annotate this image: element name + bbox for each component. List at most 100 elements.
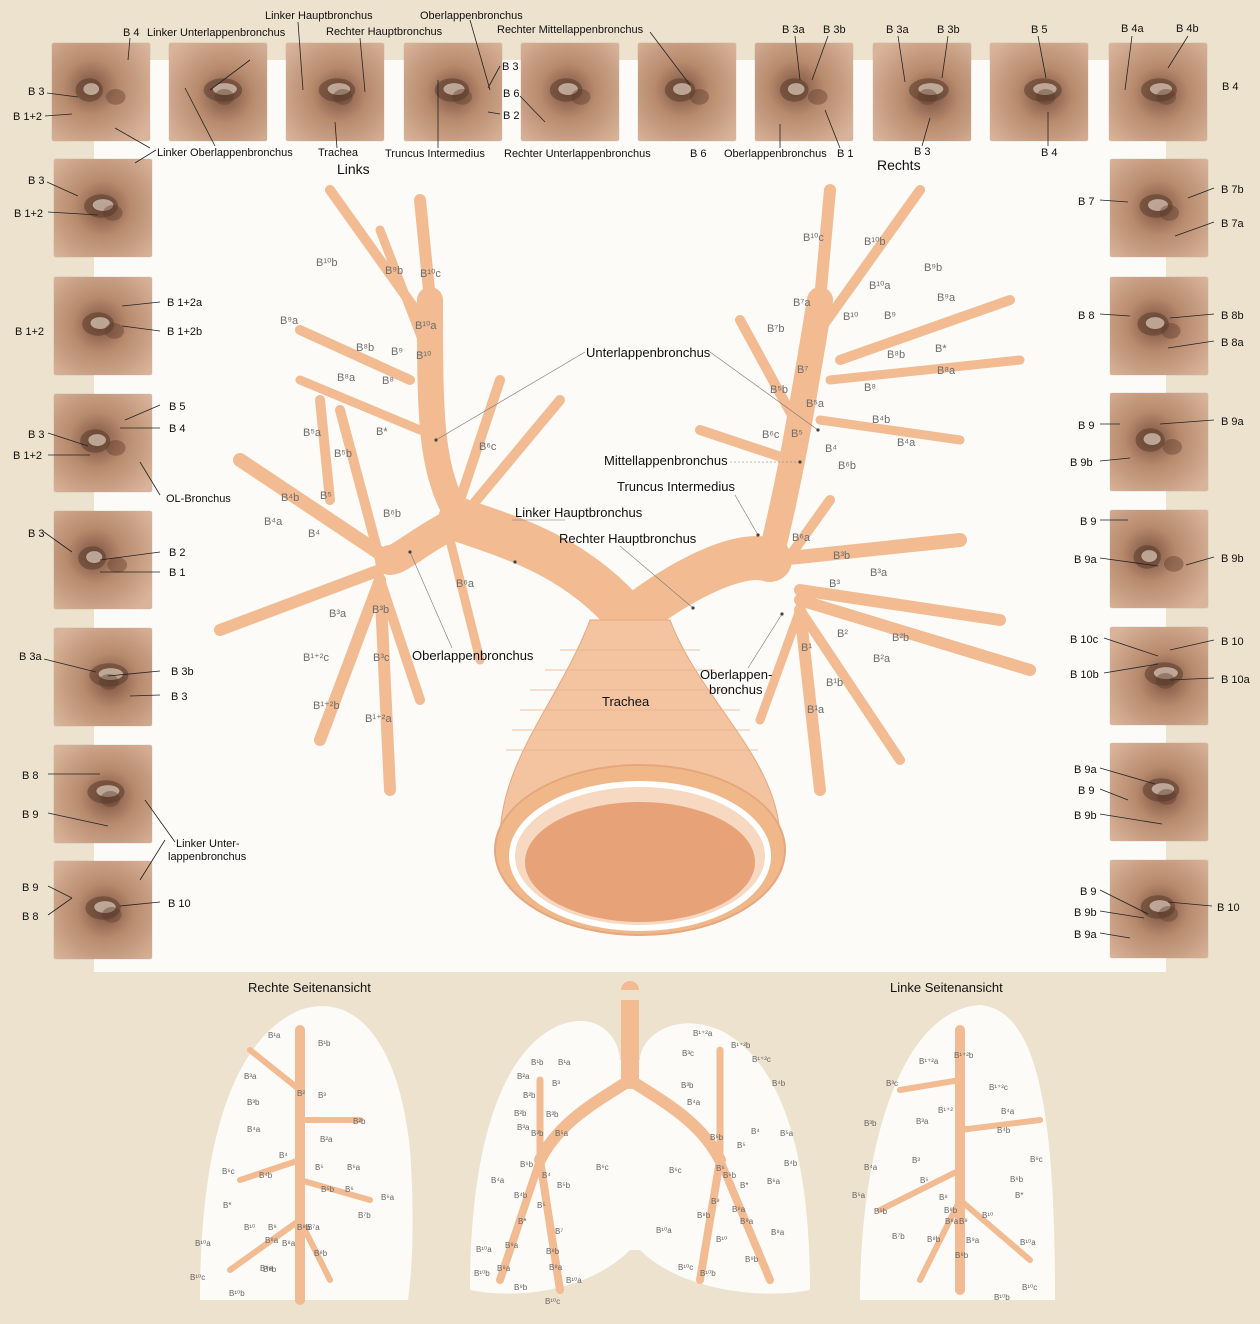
small-segment-label: B⁴b bbox=[514, 1190, 527, 1202]
segment-label: B⁷a bbox=[793, 297, 810, 309]
small-segment-label: B⁶a bbox=[347, 1162, 360, 1174]
thumb-label: B 8 bbox=[22, 770, 39, 782]
small-segment-label: B³c bbox=[886, 1078, 898, 1090]
segment-label: B⁶c bbox=[762, 429, 779, 441]
small-segment-label: B⁴b bbox=[784, 1158, 797, 1170]
thumb-label: B 7a bbox=[1221, 218, 1244, 230]
small-segment-label: B⁵b bbox=[874, 1206, 887, 1218]
small-segment-label: B⁴ bbox=[542, 1170, 551, 1182]
segment-label: B⁴a bbox=[897, 437, 915, 449]
thumb-label: B 9b bbox=[1074, 907, 1097, 919]
small-segment-label: B⁴a bbox=[864, 1162, 877, 1174]
segment-label: B³c bbox=[373, 652, 390, 664]
thumb-label: B 9a bbox=[1074, 554, 1097, 566]
small-segment-label: B³a bbox=[244, 1071, 256, 1083]
endoscopy-view-thumbnail bbox=[52, 43, 150, 141]
small-segment-label: B⁸a bbox=[549, 1262, 562, 1274]
segment-label: B⁶c bbox=[479, 441, 496, 453]
segment-label: B¹⁺²c bbox=[303, 652, 329, 664]
thumb-label: B 3 bbox=[28, 86, 45, 98]
thumb-label: B 5 bbox=[1031, 24, 1048, 36]
endoscopy-view-thumbnail bbox=[1110, 627, 1208, 725]
segment-label: B¹⁰a bbox=[869, 280, 891, 292]
thumb-label: OL-Bronchus bbox=[166, 493, 231, 505]
segment-label: B⁵b bbox=[334, 448, 352, 460]
segment-label: B⁷b bbox=[767, 323, 784, 335]
segment-label: B⁶a bbox=[456, 578, 474, 590]
segment-label: B²a bbox=[873, 653, 890, 665]
thumb-label: B 2 bbox=[169, 547, 186, 559]
small-segment-label: B⁴a bbox=[1001, 1106, 1014, 1118]
small-segment-label: B³b bbox=[247, 1097, 259, 1109]
segment-label: B⁸b bbox=[356, 342, 374, 354]
small-segment-label: B¹⁰b bbox=[474, 1268, 490, 1280]
thumb-label: B 8a bbox=[1221, 337, 1244, 349]
small-segment-label: B⁹b bbox=[514, 1282, 527, 1294]
small-segment-label: B¹⁰c bbox=[545, 1296, 560, 1308]
small-segment-label: B¹⁺²a bbox=[919, 1056, 938, 1068]
small-segment-label: B⁶c bbox=[1030, 1154, 1043, 1166]
endoscopy-view-thumbnail bbox=[286, 43, 384, 141]
small-segment-label: B⁸b bbox=[697, 1210, 710, 1222]
small-segment-label: B⁸b bbox=[546, 1246, 559, 1258]
thumb-label: B 7b bbox=[1221, 184, 1244, 196]
small-segment-label: B⁸ bbox=[711, 1196, 720, 1208]
segment-label: B¹⁰c bbox=[803, 232, 824, 244]
small-segment-label: B⁹a bbox=[505, 1240, 518, 1252]
small-segment-label: B⁸a bbox=[282, 1238, 295, 1250]
small-segment-label: B* bbox=[518, 1216, 526, 1228]
small-segment-label: B⁶a bbox=[767, 1176, 780, 1188]
thumb-label: B 1+2 bbox=[13, 450, 42, 462]
segment-label: B⁸ bbox=[382, 375, 394, 387]
thumb-label: B 10 bbox=[168, 898, 191, 910]
segment-label: B³ bbox=[829, 578, 840, 590]
endoscopy-view-thumbnail bbox=[1110, 393, 1208, 491]
endoscopy-view-thumbnail bbox=[54, 861, 152, 959]
segment-label: B⁵a bbox=[806, 398, 824, 410]
thumb-label: B 9 bbox=[1080, 886, 1097, 898]
thumb-label: B 3 bbox=[502, 61, 519, 73]
thumb-label: B 9 bbox=[1078, 420, 1095, 432]
segment-label: B⁹b bbox=[385, 265, 403, 277]
small-segment-label: B³a bbox=[916, 1116, 928, 1128]
thumb-label: B 3b bbox=[171, 666, 194, 678]
small-segment-label: B¹⁰b bbox=[994, 1292, 1010, 1304]
segment-label: B⁸a bbox=[337, 372, 355, 384]
thumb-label: B 3 bbox=[914, 146, 931, 158]
small-segment-label: B⁵b bbox=[557, 1180, 570, 1192]
small-segment-label: B⁶b bbox=[723, 1170, 736, 1182]
segment-label: B⁴b bbox=[872, 414, 890, 426]
small-segment-label: B¹⁺²b bbox=[954, 1050, 973, 1062]
small-segment-label: B² bbox=[297, 1088, 305, 1100]
small-segment-label: B²b bbox=[523, 1090, 535, 1102]
segment-label: B¹⁰ bbox=[843, 311, 858, 323]
segment-label: B⁹ bbox=[884, 310, 896, 322]
small-segment-label: B¹⁰b bbox=[700, 1268, 716, 1280]
small-segment-label: B³c bbox=[682, 1048, 694, 1060]
thumb-label: B 9 bbox=[1078, 785, 1095, 797]
segment-label: B⁶b bbox=[838, 460, 856, 472]
small-segment-label: B⁷b bbox=[358, 1210, 371, 1222]
thumb-label: B 6 bbox=[690, 148, 707, 160]
tree-label: Rechter Hauptbronchus bbox=[559, 533, 696, 545]
endoscopy-view-thumbnail bbox=[54, 745, 152, 843]
small-segment-label: B¹⁰c bbox=[678, 1262, 693, 1274]
segment-label: B* bbox=[376, 426, 388, 438]
segment-label: B¹⁰b bbox=[316, 257, 338, 269]
small-segment-label: B⁶c bbox=[222, 1166, 235, 1178]
segment-label: B¹ bbox=[801, 642, 812, 654]
small-segment-label: B⁷ bbox=[555, 1226, 563, 1238]
small-segment-label: B³ bbox=[318, 1090, 326, 1102]
small-segment-label: B²b bbox=[514, 1108, 526, 1120]
thumb-label: B 9a bbox=[1221, 416, 1244, 428]
tree-label: Unterlappenbronchus bbox=[586, 347, 710, 359]
endoscopy-view-thumbnail bbox=[169, 43, 267, 141]
small-segment-label: B⁸a bbox=[732, 1204, 745, 1216]
thumb-label: B 3 bbox=[171, 691, 188, 703]
thumb-label: B 4 bbox=[1041, 147, 1058, 159]
thumb-label: B 1 bbox=[837, 148, 854, 160]
thumb-label: B 3b bbox=[937, 24, 960, 36]
small-segment-label: B⁸a bbox=[265, 1235, 278, 1247]
thumb-label: Linker Oberlappenbronchus bbox=[157, 147, 293, 159]
